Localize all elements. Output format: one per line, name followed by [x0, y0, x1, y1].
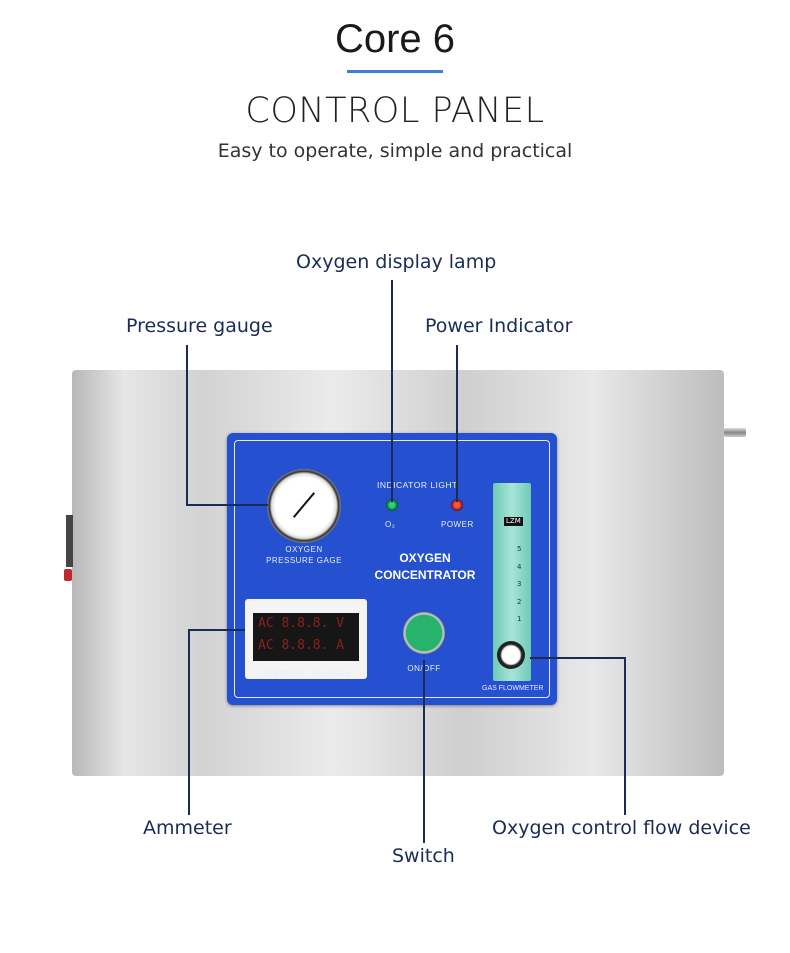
section-heading: CONTROL PANEL — [245, 91, 545, 131]
flow-control-knob[interactable] — [497, 641, 525, 669]
pressure-gauge — [267, 469, 341, 543]
brand-line-2: CONCENTRATOR — [374, 568, 476, 582]
flowmeter-label: GAS FLOWMETER — [482, 685, 544, 692]
tick-3: 3 — [517, 580, 522, 588]
ammeter-leader-line-h — [188, 629, 245, 631]
flowmeter-brand: LZM — [504, 517, 523, 526]
ammeter-leader-line-v — [188, 629, 190, 815]
tick-5: 5 — [517, 545, 522, 553]
side-red-button — [64, 569, 72, 581]
callout-switch: Switch — [392, 845, 455, 867]
flow-leader-line-h — [530, 657, 626, 659]
gauge-leader-line-v — [186, 345, 188, 506]
callout-pressure-gauge: Pressure gauge — [126, 315, 273, 337]
callout-power-indicator: Power Indicator — [425, 315, 573, 337]
meter-label: CURRENT / VOLTAGE — [260, 669, 352, 678]
gauge-leader-line-h — [186, 504, 268, 506]
ammeter-display: AC 8.8.8. V AC 8.8.8. A — [245, 599, 367, 679]
lamp-leader-line — [391, 280, 393, 502]
switch-leader-line — [423, 660, 425, 843]
oxygen-outlet-nozzle — [724, 428, 746, 437]
tick-4: 4 — [517, 562, 522, 571]
gauge-label-2: PRESSURE GAGE — [266, 556, 342, 565]
power-leader-line — [456, 345, 458, 502]
meter-row-current: AC 8.8.8. A — [258, 638, 345, 653]
o2-label: O₂ — [385, 520, 396, 529]
callout-ammeter: Ammeter — [143, 817, 232, 839]
brand-line-1: OXYGEN — [399, 551, 451, 565]
callout-oxygen-lamp: Oxygen display lamp — [296, 251, 497, 273]
callout-flow-device: Oxygen control flow device — [492, 817, 751, 839]
gauge-needle — [292, 492, 316, 518]
gas-flowmeter: LZM 5 4 3 2 1 — [493, 483, 531, 681]
tick-2: 2 — [517, 597, 522, 606]
o2-lamp — [386, 499, 398, 511]
tick-1: 1 — [517, 615, 522, 623]
flow-leader-line-v — [624, 657, 626, 815]
meter-screen: AC 8.8.8. V AC 8.8.8. A — [253, 613, 359, 661]
power-lamp — [451, 499, 463, 511]
gauge-label-1: OXYGEN — [285, 545, 323, 554]
on-off-switch[interactable] — [403, 612, 445, 654]
title-underline — [347, 70, 443, 73]
meter-row-voltage: AC 8.8.8. V — [258, 616, 345, 631]
power-label: POWER — [441, 520, 474, 529]
side-strip — [66, 515, 73, 567]
indicator-light-label: INDICATOR LIGHT — [377, 480, 458, 490]
flow-scale: 5 4 3 2 1 — [517, 541, 521, 629]
subtitle: Easy to operate, simple and practical — [217, 140, 573, 162]
page-title: Core 6 — [334, 17, 456, 61]
